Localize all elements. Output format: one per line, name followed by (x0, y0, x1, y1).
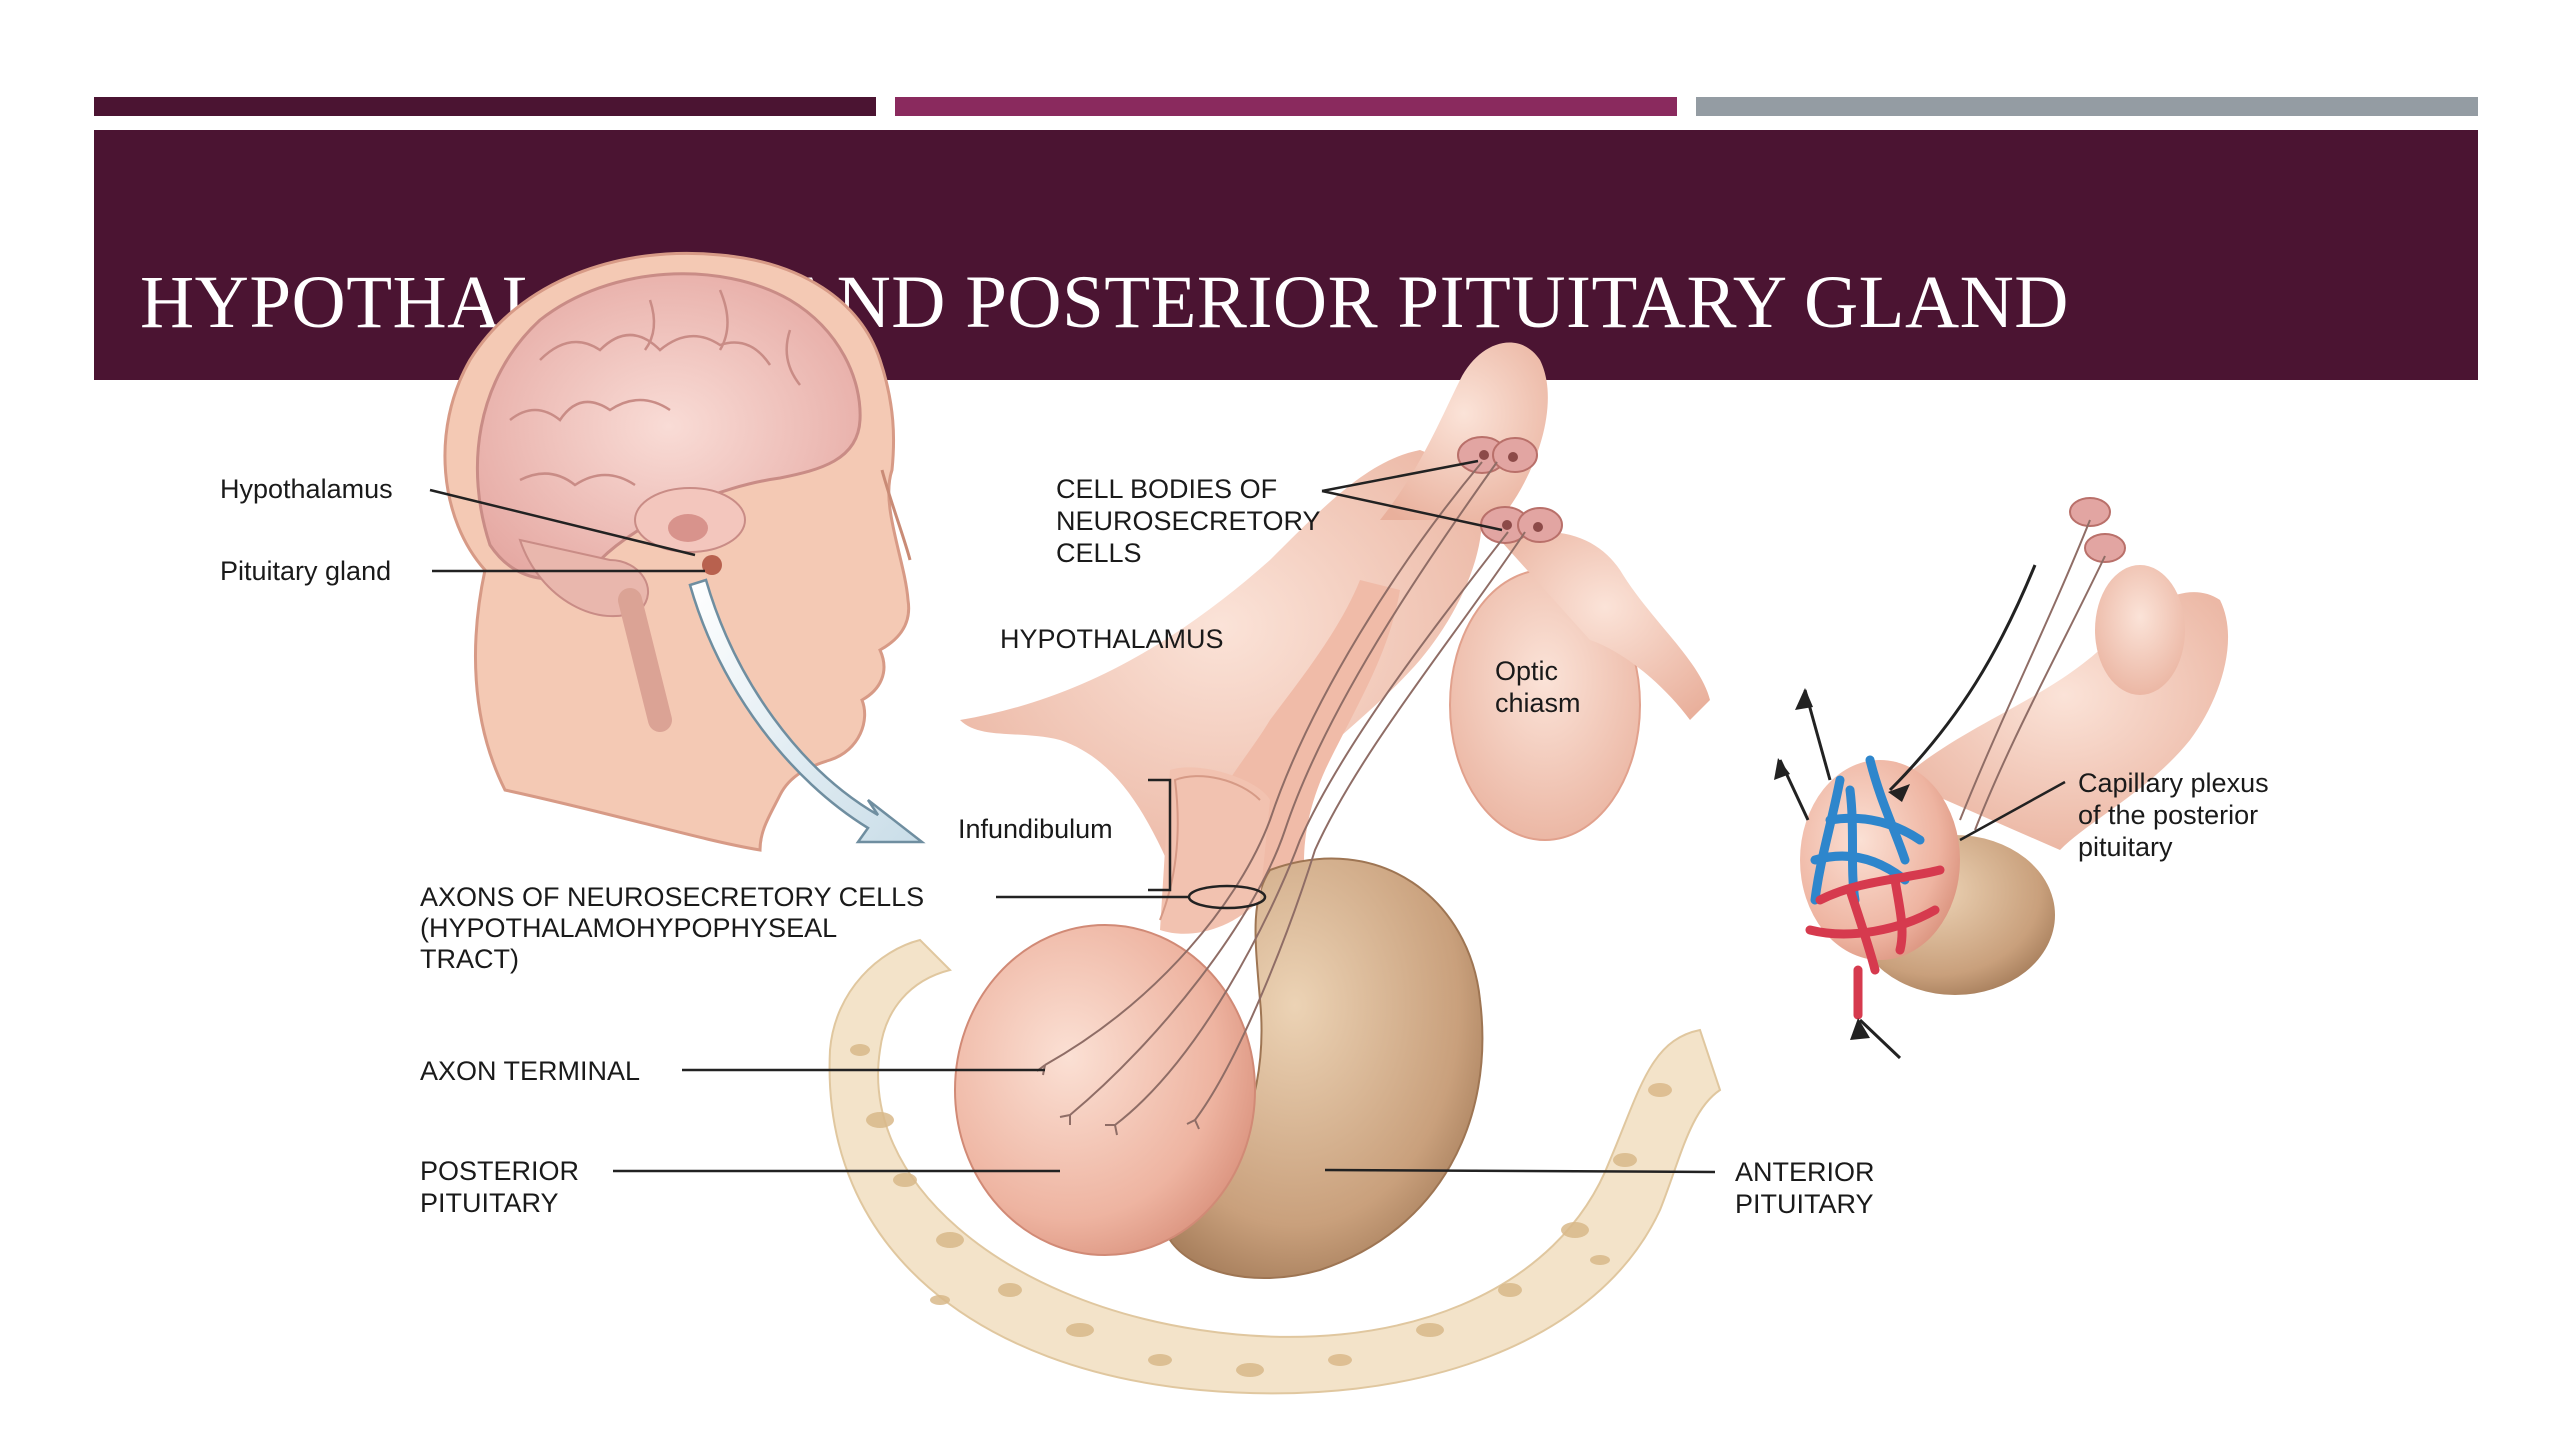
label-posterior-pituitary-line1: POSTERIOR (420, 1156, 579, 1186)
label-anterior-pituitary-line1: ANTERIOR (1735, 1157, 1875, 1187)
label-optic-chiasm-line1: Optic (1495, 656, 1558, 686)
label-capillary-plexus-line2: of the posterior (2078, 800, 2258, 830)
label-axon-terminal: AXON TERMINAL (420, 1056, 640, 1086)
label-hypothalamus: HYPOTHALAMUS (1000, 624, 1224, 654)
capillary-inset (1774, 497, 2229, 1060)
label-posterior-pituitary-line2: PITUITARY (420, 1188, 559, 1218)
slide-title: HYPOTHALAMUS AND POSTERIOR PITUITARY GLA… (140, 261, 2069, 344)
label-cell-bodies-line1: CELL BODIES OF (1056, 474, 1277, 504)
accent-bar-gray (1696, 97, 2478, 116)
label-axons-line1: AXONS OF NEUROSECRETORY CELLS (420, 882, 924, 912)
label-capillary-plexus-line3: pituitary (2078, 832, 2173, 862)
label-capillary-plexus-line1: Capillary plexus (2078, 768, 2269, 798)
label-axons-line3: TRACT) (420, 944, 519, 974)
accent-bar-pink (895, 97, 1677, 116)
pituitary-detail (828, 342, 1722, 1395)
label-cell-bodies-line2: NEUROSECRETORY (1056, 506, 1321, 536)
leader-lines (429, 459, 2066, 1174)
label-anterior-pituitary-line2: PITUITARY (1735, 1189, 1874, 1219)
label-hypothalamus-small: Hypothalamus (220, 474, 393, 504)
label-axons-line2: (HYPOTHALAMOHYPOPHYSEAL (420, 913, 837, 943)
label-cell-bodies-line3: CELLS (1056, 538, 1142, 568)
label-optic-chiasm-line2: chiasm (1495, 688, 1581, 718)
label-pituitary-gland-small: Pituitary gland (220, 556, 391, 586)
zoom-arrow (688, 578, 926, 844)
accent-bar-dark (94, 97, 876, 116)
label-infundibulum: Infundibulum (958, 814, 1113, 844)
